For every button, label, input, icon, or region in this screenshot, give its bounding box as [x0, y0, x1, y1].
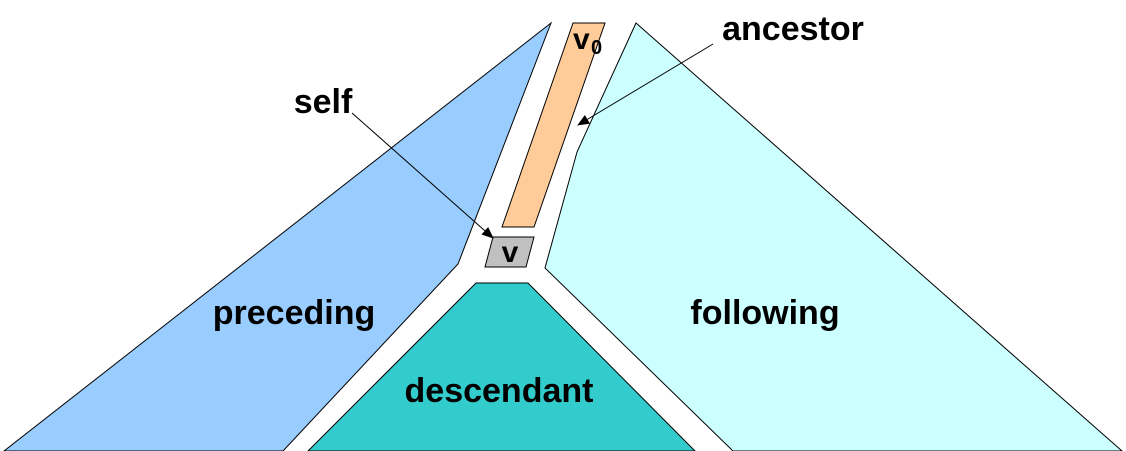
ancestor-callout-label: ancestor	[722, 10, 864, 48]
preceding-region	[3, 21, 553, 451]
self-node-label: v	[502, 236, 519, 269]
self-node-box	[484, 236, 535, 268]
following-region	[544, 22, 1123, 451]
preceding-label: preceding	[213, 294, 375, 332]
descendant-region	[307, 282, 696, 451]
ancestor-bar	[501, 22, 606, 228]
following-label: following	[690, 294, 839, 332]
self-callout-label: self	[294, 83, 353, 121]
ancestor-callout-arrow	[577, 43, 714, 126]
self-callout-arrow	[351, 112, 494, 239]
root-node-label: v	[573, 23, 590, 56]
root-node-subscript: 0	[591, 37, 602, 59]
descendant-label: descendant	[405, 372, 594, 410]
